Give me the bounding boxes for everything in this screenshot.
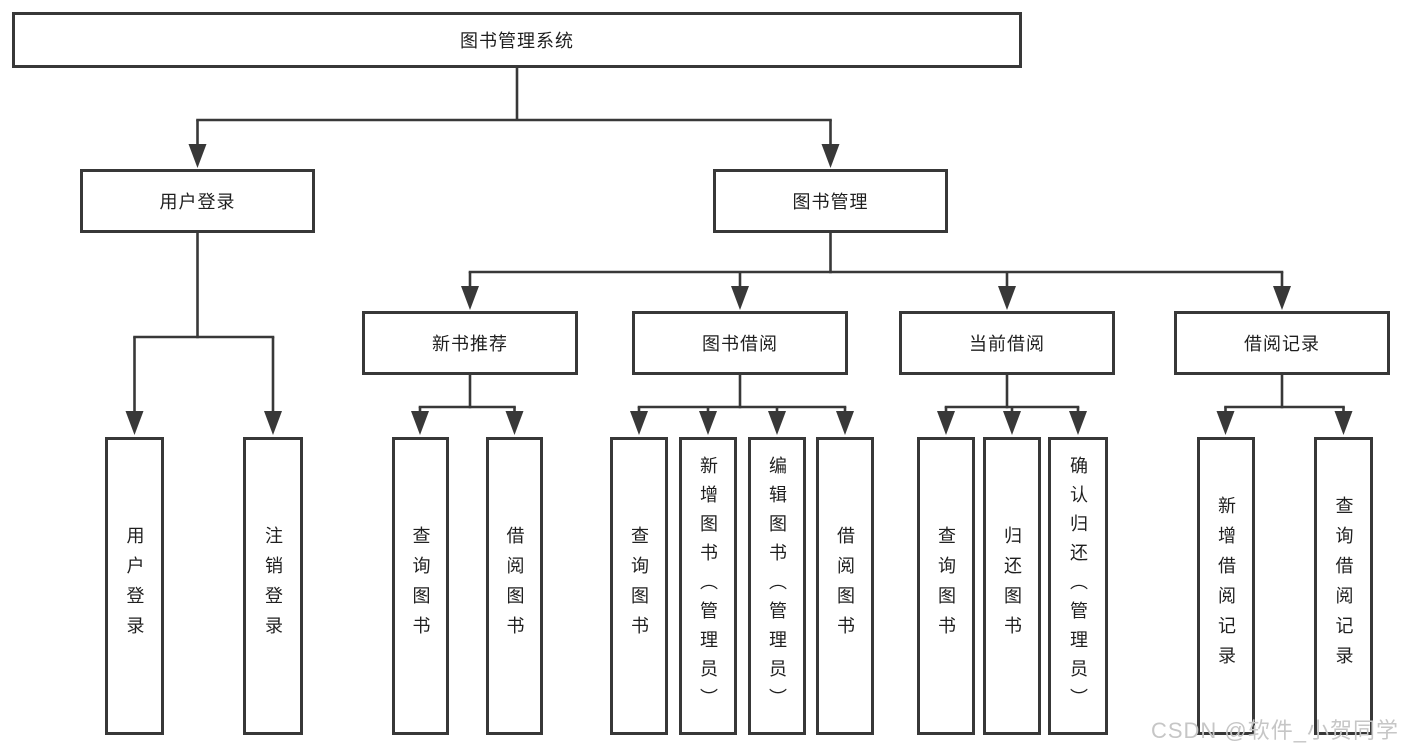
csdn-watermark: CSDN @软件_小贺同学	[1150, 718, 1399, 743]
node-label: 图书管理系统	[460, 31, 574, 51]
node-book-borrowing: 图书借阅	[632, 311, 848, 375]
leaf-recommend-borrow-books: 借阅图书	[486, 437, 543, 735]
node-label: 借阅记录	[1244, 334, 1320, 354]
node-label: 借阅图书	[835, 526, 855, 646]
leaf-recommend-query-books: 查询图书	[392, 437, 449, 735]
node-label: 查询图书	[410, 526, 431, 646]
node-label: 新增借阅记录	[1216, 496, 1236, 676]
leaf-borrow-edit-books-admin: 编辑图书（管理员）	[748, 437, 806, 735]
node-label: 查询图书	[629, 526, 649, 646]
node-label: 确认归还（管理员）	[1068, 455, 1088, 717]
node-label: 查询借阅记录	[1333, 496, 1354, 676]
node-user-login-group: 用户登录	[80, 169, 315, 233]
arrowheads	[125, 144, 1353, 435]
node-label: 图书管理	[792, 192, 869, 212]
leaf-user-login: 用户登录	[105, 437, 164, 735]
node-label: 用户登录	[159, 192, 236, 212]
node-label: 图书借阅	[702, 334, 778, 354]
node-current-borrowing: 当前借阅	[899, 311, 1115, 375]
node-label: 注销登录	[263, 526, 283, 646]
node-new-book-recommend: 新书推荐	[362, 311, 578, 375]
node-label: 新书推荐	[432, 334, 508, 354]
leaf-records-add-record: 新增借阅记录	[1197, 437, 1255, 735]
leaf-current-query-books: 查询图书	[917, 437, 975, 735]
leaf-current-return-books: 归还图书	[983, 437, 1041, 735]
node-borrowing-records: 借阅记录	[1174, 311, 1390, 375]
node-system-title: 图书管理系统	[12, 12, 1022, 68]
node-book-management: 图书管理	[713, 169, 948, 233]
node-label: 查询图书	[936, 526, 956, 646]
node-label: 用户登录	[124, 526, 145, 646]
node-label: 当前借阅	[969, 334, 1045, 354]
node-label: 借阅图书	[504, 526, 525, 646]
leaf-borrow-borrow-books: 借阅图书	[816, 437, 874, 735]
leaf-logout: 注销登录	[243, 437, 303, 735]
leaf-borrow-query-books: 查询图书	[610, 437, 668, 735]
leaf-borrow-add-books-admin: 新增图书（管理员）	[679, 437, 737, 735]
leaf-records-query-record: 查询借阅记录	[1314, 437, 1373, 735]
node-label: 归还图书	[1002, 526, 1022, 646]
node-label: 新增图书（管理员）	[698, 455, 718, 717]
node-label: 编辑图书（管理员）	[767, 455, 787, 717]
leaf-current-confirm-return-admin: 确认归还（管理员）	[1048, 437, 1108, 735]
